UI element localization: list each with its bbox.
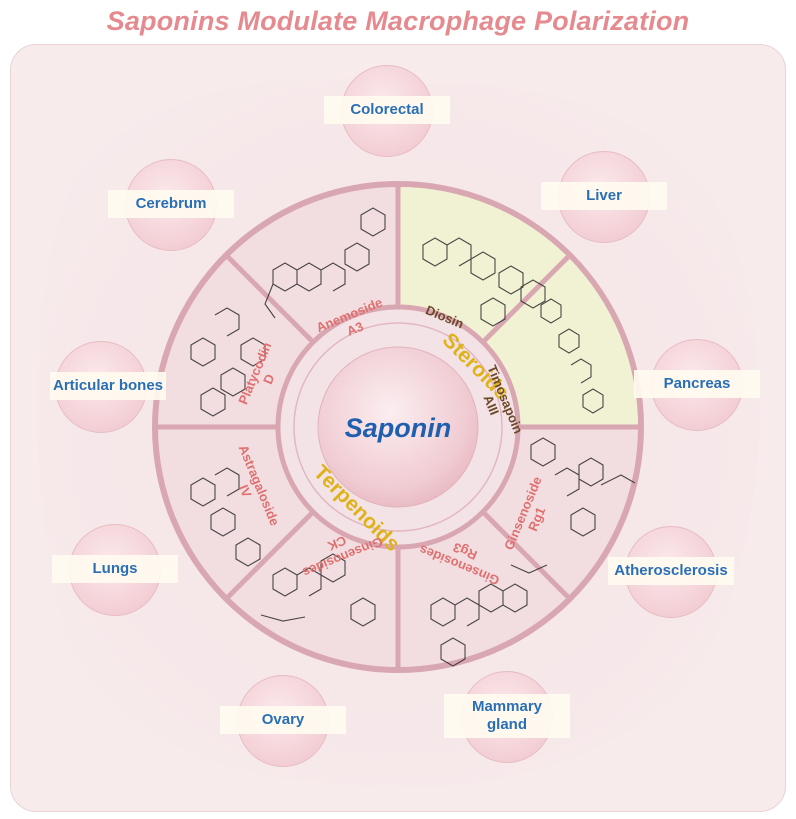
compound-subname-timosaponin: AIII [480, 393, 502, 417]
organ-label-liver: Liver [541, 182, 667, 210]
organ-mammary-gland: Mammary gland [444, 671, 570, 763]
organ-label-mammary-line1: Mammary [471, 698, 543, 715]
molecule-ck [260, 553, 376, 627]
molecule-timosaponin [540, 298, 604, 414]
center-label: Saponin [345, 413, 452, 443]
molecule-diosin [422, 237, 546, 327]
compound-subname-astragaloside: IV [236, 482, 255, 499]
organ-label-pancreas: Pancreas [634, 370, 760, 398]
compound-subname-ck: CK [325, 533, 349, 554]
figure-title: Saponins Modulate Macrophage Polarizatio… [106, 6, 690, 36]
center-sphere [317, 346, 479, 508]
saponin-wheel-diagram: Saponin Steroids Terpenoids Anemoside A3… [37, 78, 760, 787]
molecule-structures [190, 207, 636, 667]
compound-subname-anemoside: A3 [344, 319, 365, 339]
organ-label-articular-bones: Articular bones [50, 372, 166, 400]
organ-pancreas: Pancreas [634, 339, 760, 431]
organ-label-atherosclerosis: Atherosclerosis [608, 557, 734, 585]
organ-label-lungs: Lungs [52, 555, 178, 583]
organ-liver: Liver [541, 151, 667, 243]
organ-lungs: Lungs [52, 524, 178, 616]
molecule-rg3 [430, 564, 548, 667]
organ-articular-bones: Articular bones [50, 341, 166, 433]
organ-cerebrum: Cerebrum [108, 159, 234, 251]
molecule-platycodin [190, 307, 266, 417]
molecule-astragaloside [190, 467, 261, 567]
wheel-inner-line [293, 322, 503, 532]
organ-colorectal: Colorectal [324, 65, 450, 157]
diagram-panel: Saponin Steroids Terpenoids Anemoside A3… [10, 44, 786, 812]
organ-label-ovary: Ovary [220, 706, 346, 734]
organ-label-colorectal: Colorectal [324, 96, 450, 124]
organ-atherosclerosis: Atherosclerosis [608, 526, 734, 618]
organ-label-mammary-gland: Mammary gland [444, 694, 570, 738]
organ-ovary: Ovary [220, 675, 346, 767]
molecule-anemoside [264, 207, 386, 319]
molecule-rg1 [530, 437, 636, 537]
organ-label-mammary-line2: gland [487, 716, 527, 733]
organ-label-cerebrum: Cerebrum [108, 190, 234, 218]
